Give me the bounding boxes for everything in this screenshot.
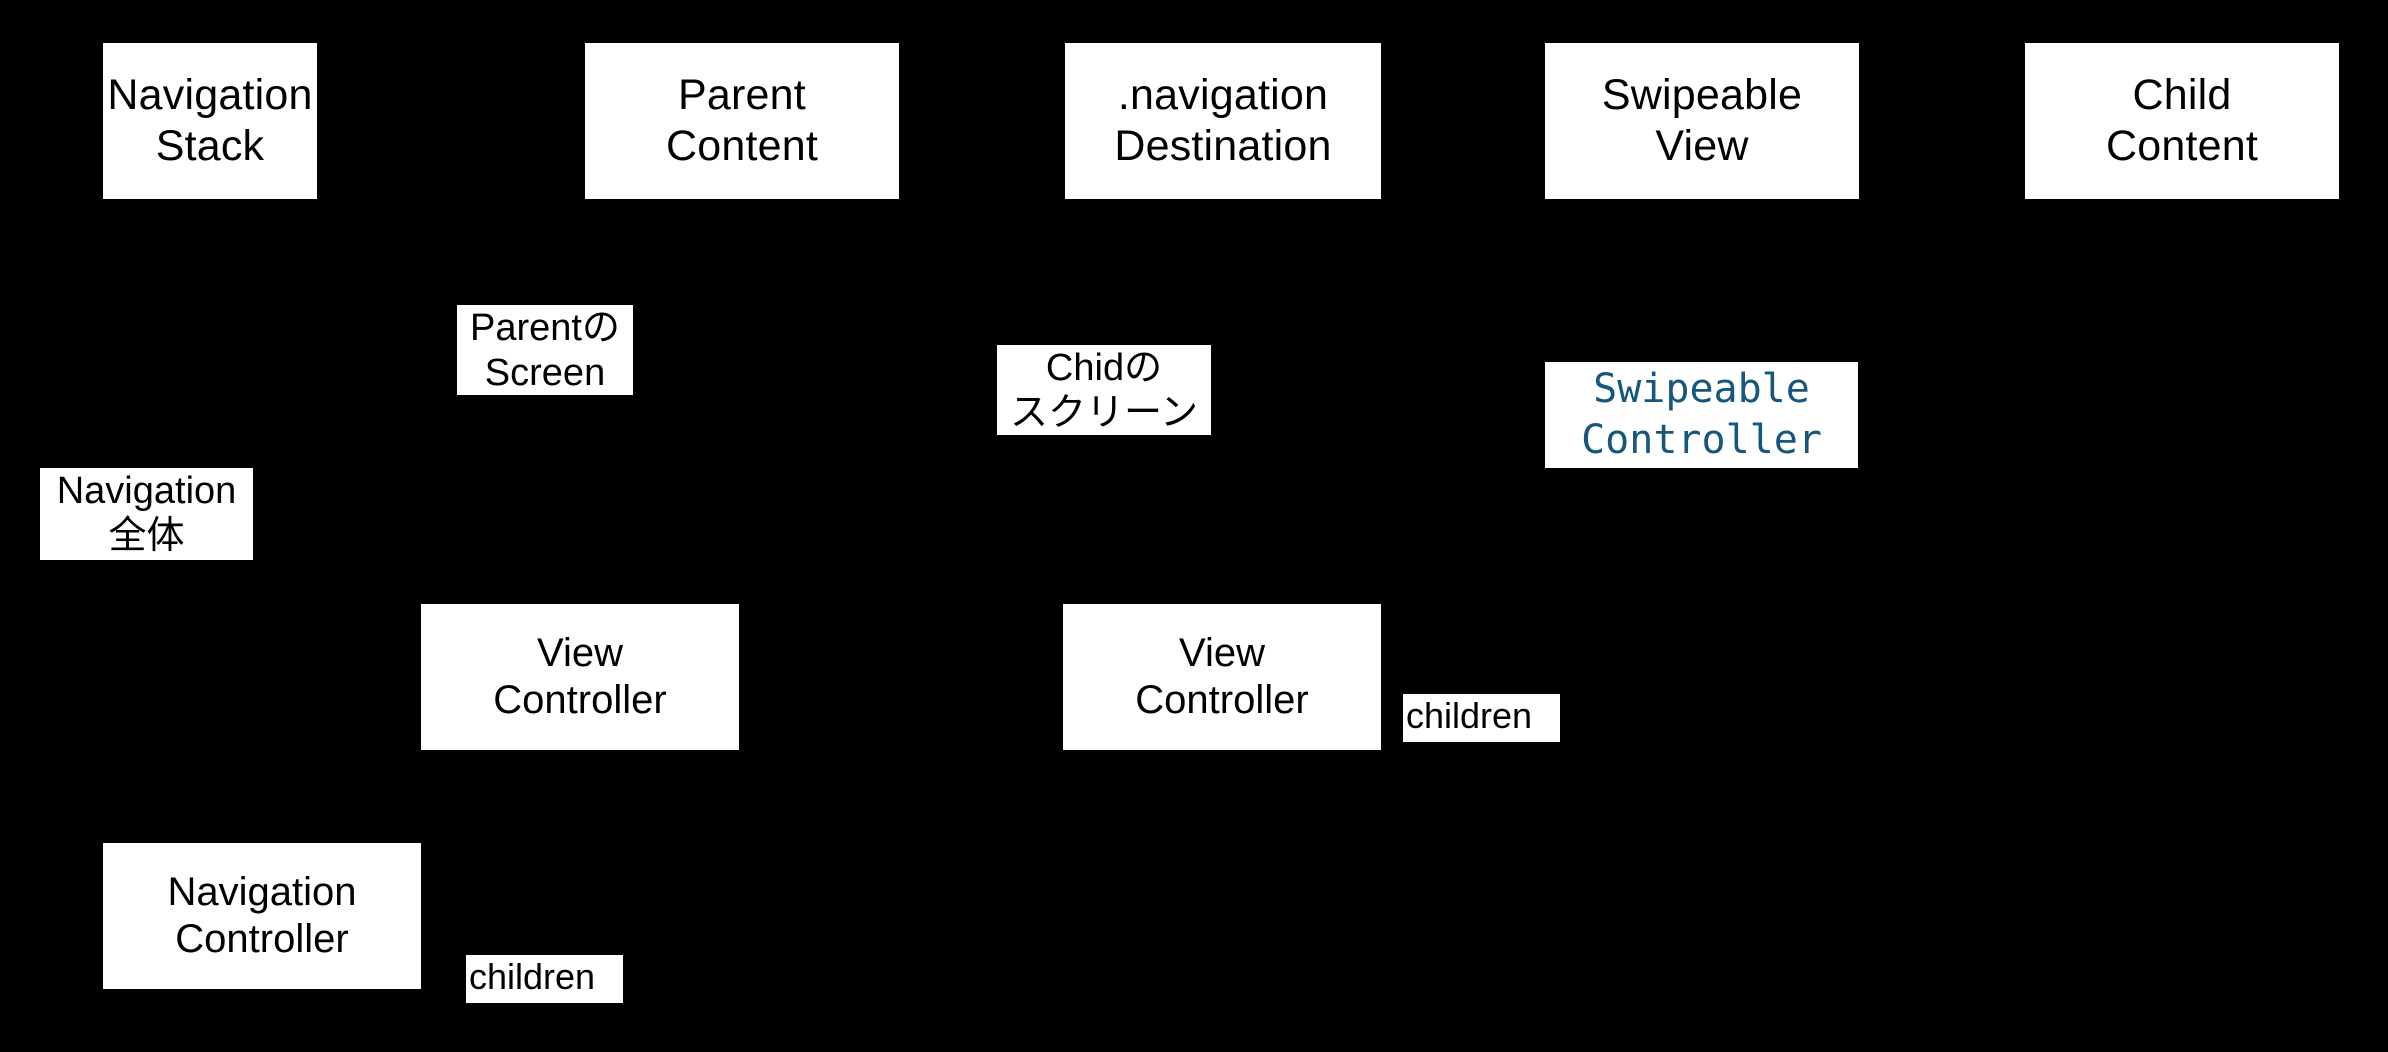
annotation-parent-screen[interactable]: Parentの Screen <box>457 305 633 395</box>
annotation-children-navigation[interactable]: children <box>466 955 623 1003</box>
node-child-content[interactable]: Child Content <box>2025 43 2339 199</box>
node-view-controller-parent[interactable]: View Controller <box>421 604 739 750</box>
annotation-navigation-whole[interactable]: Navigation 全体 <box>40 468 253 560</box>
node-parent-content[interactable]: Parent Content <box>585 43 899 199</box>
node-navigation-destination[interactable]: .navigation Destination <box>1065 43 1381 199</box>
annotation-children-child[interactable]: children <box>1403 694 1560 742</box>
annotation-swipeable-controller[interactable]: Swipeable Controller <box>1545 362 1858 468</box>
annotation-child-screen[interactable]: Chidの スクリーン <box>997 345 1211 435</box>
node-view-controller-child[interactable]: View Controller <box>1063 604 1381 750</box>
node-swipeable-view[interactable]: Swipeable View <box>1545 43 1859 199</box>
node-navigation-controller[interactable]: Navigation Controller <box>103 843 421 989</box>
node-navigation-stack[interactable]: Navigation Stack <box>103 43 317 199</box>
